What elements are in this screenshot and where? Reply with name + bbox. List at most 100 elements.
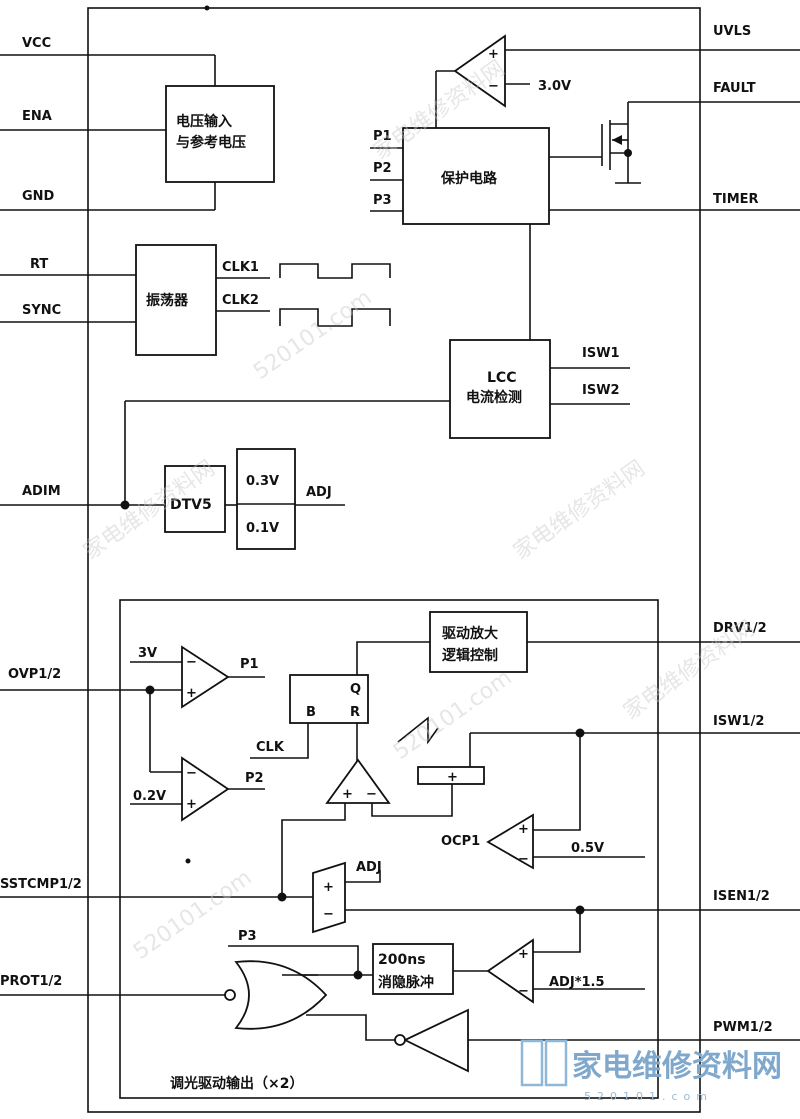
watermark-site-1: 520101.com xyxy=(249,285,376,385)
voltage-ref-block xyxy=(165,85,275,183)
summing-block xyxy=(417,766,485,785)
label-blank-p3: P3 xyxy=(238,929,257,944)
oscillator-label: 振荡器 xyxy=(146,292,189,309)
uvls-minus: − xyxy=(488,79,499,94)
blanking-label-1: 200ns xyxy=(378,952,426,968)
ocp-minus: − xyxy=(518,852,529,867)
label-isw2: ISW2 xyxy=(582,383,620,398)
adj-output-label: ADJ xyxy=(306,485,332,500)
left-pins: VCC ENA GND RT SYNC ADIM OVP1/2 SSTCMP1/… xyxy=(0,36,282,996)
pin-sync: SYNC xyxy=(22,303,61,318)
watermark-text-3: 家电维修资料网 xyxy=(509,456,650,565)
ovp1-minus: − xyxy=(186,655,197,670)
chip-outline xyxy=(87,7,701,1113)
pin-rt: RT xyxy=(30,257,48,272)
label-p3: P3 xyxy=(373,193,392,208)
lcc-label-2: 电流检测 xyxy=(466,389,522,406)
ovp1-plus: + xyxy=(186,686,197,701)
driver-logic-block xyxy=(429,611,528,673)
pin-isw12: ISW1/2 xyxy=(713,714,764,729)
uvls-comparator: + − 3.0V xyxy=(435,34,571,128)
pin-drv: DRV1/2 xyxy=(713,621,767,636)
pin-timer: TIMER xyxy=(713,192,759,207)
watermark-text-4: 家电维修资料网 xyxy=(619,616,760,725)
watermark-site-2: 520101.com xyxy=(389,665,516,765)
summing-plus: + xyxy=(447,770,458,785)
logo-url: 520101.com xyxy=(584,1090,713,1103)
pin-fault: FAULT xyxy=(713,81,756,96)
pin-pwm: PWM1/2 xyxy=(713,1020,773,1035)
dimming-section-label: 调光驱动输出（×2） xyxy=(170,1075,303,1092)
label-clk1: CLK1 xyxy=(222,260,259,275)
lcc-label-1: LCC xyxy=(487,370,516,386)
nor-gate xyxy=(224,960,396,1041)
ea-minus: − xyxy=(323,907,334,922)
pin-sstcmp: SSTCMP1/2 xyxy=(0,877,82,892)
lcc-block xyxy=(449,339,551,439)
label-0-5v: 0.5V xyxy=(571,841,604,856)
latch-b: B xyxy=(306,705,316,720)
ovp2-minus: − xyxy=(186,766,197,781)
adj-level-high: 0.3V xyxy=(246,474,279,489)
pin-prot: PROT1/2 xyxy=(0,974,62,989)
logo-mark xyxy=(520,1039,544,1087)
pin-isen: ISEN1/2 xyxy=(713,889,770,904)
blanking-label-2: 消隐脉冲 xyxy=(378,974,434,991)
ocp-plus: + xyxy=(518,822,529,837)
adj-level-block xyxy=(236,448,296,550)
adj-comparator: + − ADJ*1.5 xyxy=(453,910,645,1004)
fault-mosfet xyxy=(549,102,641,184)
pin-gnd: GND xyxy=(22,189,55,204)
clk2-waveform xyxy=(279,308,391,327)
voltage-ref-label-1: 电压输入 xyxy=(176,113,232,130)
uvls-plus: + xyxy=(488,47,499,62)
ovp2-plus: + xyxy=(186,797,197,812)
watermark-site-3: 520101.com xyxy=(129,865,256,965)
label-isw1: ISW1 xyxy=(582,346,620,361)
adjc-plus: + xyxy=(518,947,529,962)
right-pins: UVLS FAULT TIMER DRV1/2 ISW1/2 ISEN1/2 P… xyxy=(345,24,800,1041)
label-ovp-p2: P2 xyxy=(245,771,264,786)
protection-block xyxy=(402,127,550,225)
label-clk: CLK xyxy=(256,740,285,755)
dtv5-block xyxy=(164,465,226,533)
adj-level-low: 0.1V xyxy=(246,521,279,536)
ovp-comparator-p2: − + 0.2V P2 xyxy=(130,756,265,822)
protection-label: 保护电路 xyxy=(440,170,498,187)
label-adj-x15: ADJ*1.5 xyxy=(549,975,605,990)
label-ovp-p1: P1 xyxy=(240,657,259,672)
label-3v: 3V xyxy=(138,646,157,661)
site-logo: 家电维修资料网 520101.com xyxy=(520,1039,782,1103)
label-p2: P2 xyxy=(373,161,392,176)
dimming-section xyxy=(119,599,659,1099)
voltage-ref-label-2: 与参考电压 xyxy=(176,134,246,151)
sr-latch xyxy=(289,674,369,724)
label-ea-adj: ADJ xyxy=(356,860,382,875)
label-clk2: CLK2 xyxy=(222,293,259,308)
oscillator-block xyxy=(135,244,217,356)
ramp-icon xyxy=(397,716,439,745)
ocp-comparator: + − 0.5V OCP1 xyxy=(441,733,645,870)
pin-ovp: OVP1/2 xyxy=(8,667,61,682)
error-amplifier: + − ADJ xyxy=(277,860,585,934)
clk1-waveform xyxy=(279,263,391,279)
pin-vcc: VCC xyxy=(22,36,51,51)
pin-adim: ADIM xyxy=(22,484,61,499)
adjc-minus: − xyxy=(518,984,529,999)
driver-logic-label-2: 逻辑控制 xyxy=(442,647,498,664)
label-p1: P1 xyxy=(373,129,392,144)
dtv5-label: DTV5 xyxy=(170,497,212,513)
pwm-inverter xyxy=(394,1008,469,1073)
label-0-2v: 0.2V xyxy=(133,789,166,804)
uvls-ref: 3.0V xyxy=(538,79,571,94)
ovp-comparator-p1: − + 3V P1 xyxy=(130,645,265,709)
pin-ena: ENA xyxy=(22,109,52,124)
ea-plus: + xyxy=(323,880,334,895)
pwm-comparator: + − xyxy=(281,758,453,897)
driver-logic-label-1: 驱动放大 xyxy=(442,625,498,642)
pin-uvls: UVLS xyxy=(713,24,751,39)
pwm-plus: + xyxy=(342,787,353,802)
logo-text: 家电维修资料网 xyxy=(572,1049,782,1084)
latch-r: R xyxy=(350,705,360,720)
